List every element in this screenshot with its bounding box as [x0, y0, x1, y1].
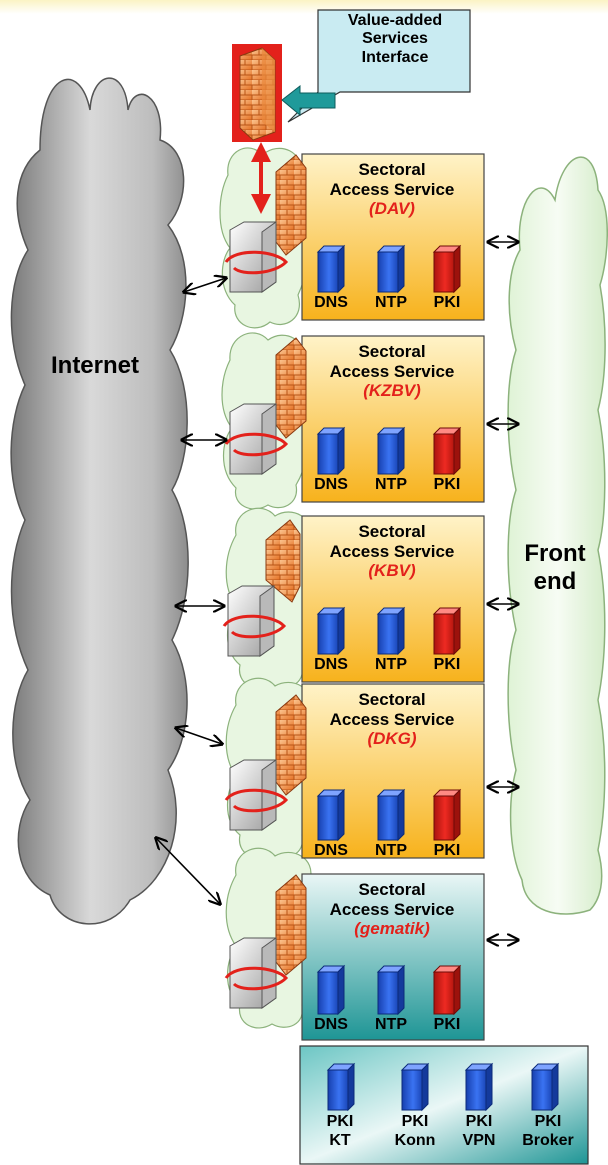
pki-broker-line-1: PKI — [534, 1113, 562, 1130]
server-label-ntp: NTP — [375, 1016, 407, 1033]
connection-arrows — [156, 242, 518, 940]
service-org: (KBV) — [368, 561, 416, 581]
server-label-pki: PKI — [433, 476, 461, 493]
pki-konn-line-2: Konn — [394, 1132, 436, 1150]
pki-konn-label: PKI Konn — [389, 1112, 441, 1150]
service-org: (gematik) — [354, 919, 430, 939]
front-end-line-2: end — [533, 567, 577, 595]
pki-vpn-label: PKI VPN — [453, 1112, 505, 1150]
service-org: (DKG) — [367, 729, 417, 749]
pki-broker-label: PKI Broker — [512, 1112, 584, 1150]
server-label-pki: PKI — [433, 294, 461, 311]
callout-label: Value-added Services Interface — [322, 12, 468, 67]
server-label-dns: DNS — [314, 656, 348, 673]
pki-vpn-line-1: PKI — [465, 1113, 493, 1130]
pki-broker-line-2: Broker — [522, 1132, 574, 1150]
server-label-ntp: NTP — [375, 842, 407, 859]
server-label-dns: DNS — [314, 842, 348, 859]
server-label-pki: PKI — [433, 842, 461, 859]
server-label-ntp: NTP — [375, 476, 407, 493]
red-double-arrow — [251, 142, 271, 214]
service-subtitle: Access Service — [329, 541, 455, 561]
service-title: Sectoral — [358, 522, 426, 541]
firewall-icons — [265, 154, 307, 976]
front-end-label: Front end — [505, 540, 605, 595]
server-label-ntp: NTP — [375, 656, 407, 673]
service-title: Sectoral — [358, 690, 426, 709]
service-org: (DAV) — [369, 199, 415, 219]
service-label-dkg: Sectoral Access Service (DKG) — [302, 690, 482, 749]
front-end-line-1: Front — [524, 540, 586, 567]
service-label-kzbv: Sectoral Access Service (KZBV) — [302, 342, 482, 401]
pki-kt-line-2: KT — [329, 1132, 351, 1150]
pki-vpn-line-2: VPN — [462, 1132, 496, 1150]
front-end-cloud — [507, 156, 608, 915]
service-title: Sectoral — [358, 342, 426, 361]
pki-kt-label: PKI KT — [314, 1112, 366, 1150]
server-label-pki: PKI — [433, 1016, 461, 1033]
internet-cloud — [10, 77, 189, 925]
service-org: (KZBV) — [363, 381, 421, 401]
service-title: Sectoral — [358, 160, 426, 179]
service-subtitle: Access Service — [329, 899, 455, 919]
server-label-ntp: NTP — [375, 294, 407, 311]
interface-arrow — [281, 84, 336, 117]
service-label-kbv: Sectoral Access Service (KBV) — [302, 522, 482, 581]
service-label-gematik: Sectoral Access Service (gematik) — [302, 880, 482, 939]
internet-label: Internet — [50, 352, 139, 379]
service-title: Sectoral — [358, 880, 426, 899]
service-subtitle: Access Service — [329, 179, 455, 199]
service-subtitle: Access Service — [329, 709, 455, 729]
pki-konn-line-1: PKI — [401, 1113, 429, 1130]
service-subtitle: Access Service — [329, 361, 455, 381]
callout-line-2: Services — [362, 30, 428, 48]
router-icons — [222, 221, 289, 1009]
server-label-dns: DNS — [314, 294, 348, 311]
pki-kt-line-1: PKI — [326, 1113, 354, 1130]
server-label-pki: PKI — [433, 656, 461, 673]
server-icons — [316, 244, 560, 1112]
callout-line-1: Value-added — [347, 12, 443, 29]
server-label-dns: DNS — [314, 476, 348, 493]
callout-line-3: Interface — [361, 48, 429, 66]
top-firewall-icon — [232, 44, 282, 142]
service-label-dav: Sectoral Access Service (DAV) — [302, 160, 482, 219]
server-label-dns: DNS — [314, 1016, 348, 1033]
